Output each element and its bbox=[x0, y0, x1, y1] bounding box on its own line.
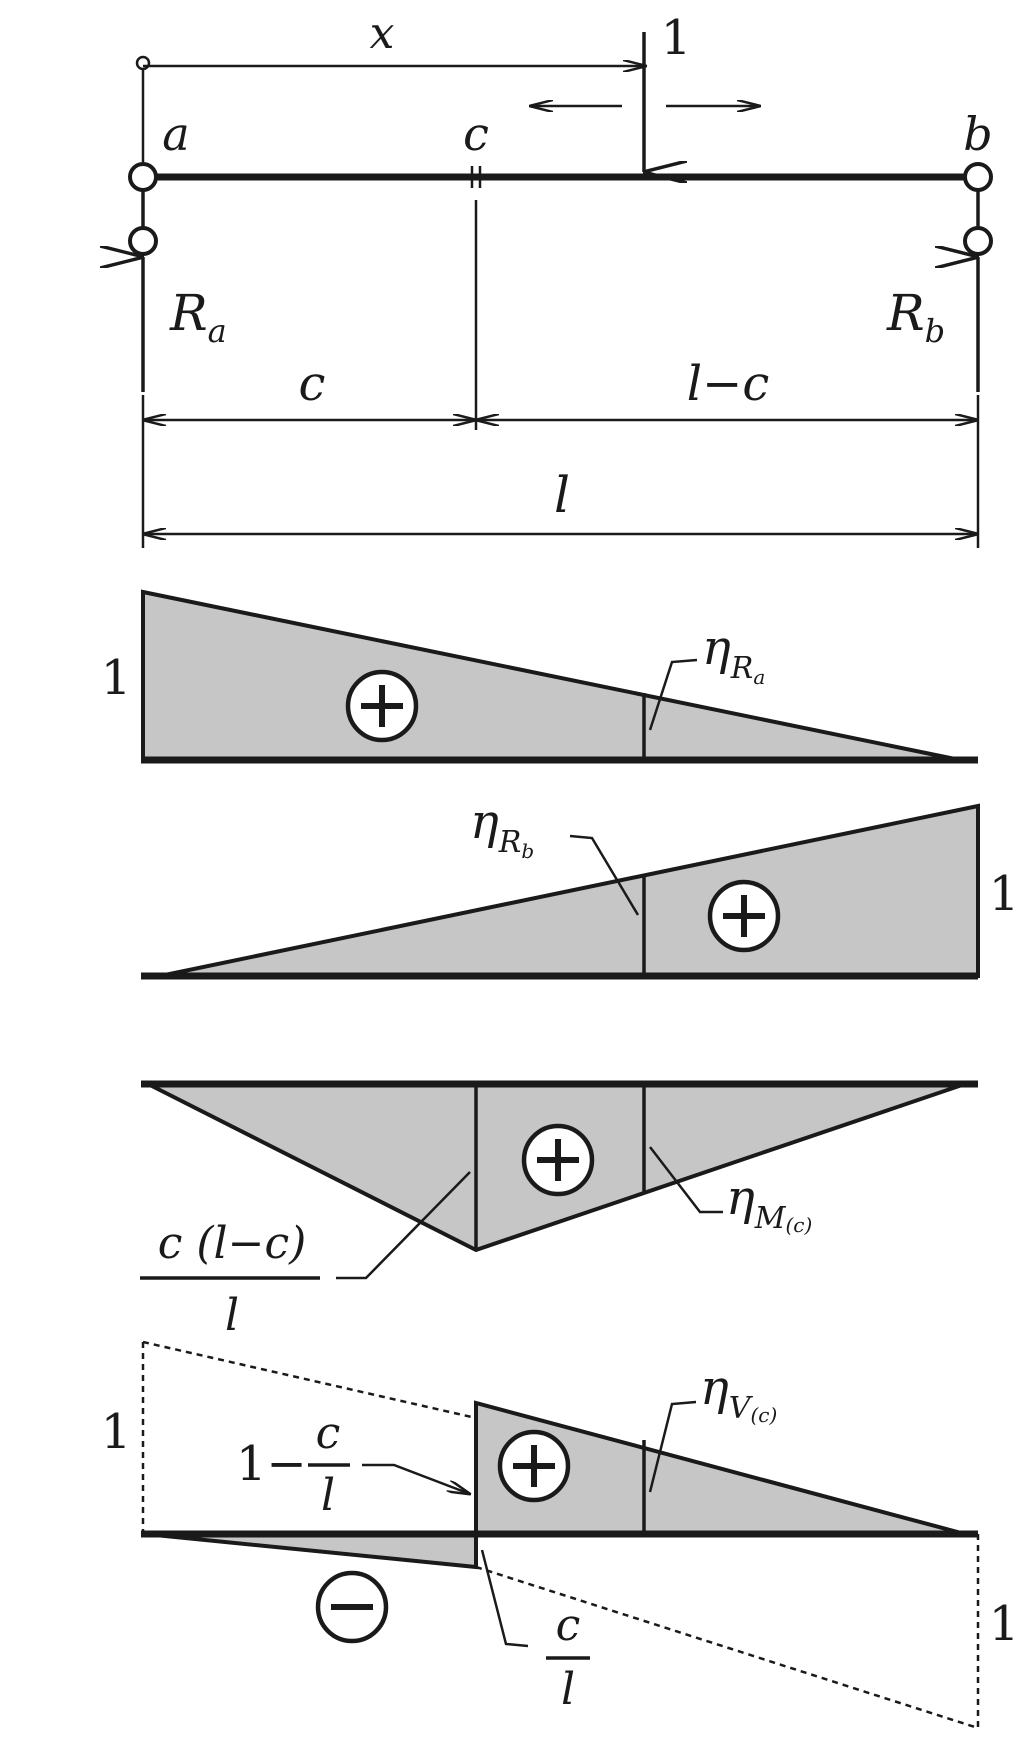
vc-label: ηV(c) bbox=[700, 1360, 777, 1427]
support-b-hinge-top bbox=[963, 162, 993, 192]
mc-ordinate-numerator: c (l−c) bbox=[158, 1218, 307, 1269]
vc-positive-leader bbox=[362, 1463, 470, 1494]
vc-positive-prefix: 1− bbox=[236, 1436, 307, 1492]
vc-negative-area bbox=[144, 1532, 478, 1570]
rb-label-leader bbox=[569, 834, 640, 916]
influence-line-vc: 1 1 1− c l ηV(c) c l bbox=[101, 1340, 1020, 1730]
mc-ordinate-denominator: l bbox=[225, 1290, 239, 1341]
section-c-label: c bbox=[463, 107, 489, 161]
reaction-b-label: Rb bbox=[886, 284, 945, 350]
vc-negative-numerator: c bbox=[556, 1600, 581, 1651]
vc-label-leader bbox=[648, 1400, 697, 1493]
ra-label-leader bbox=[648, 658, 698, 731]
influence-area-rb bbox=[159, 803, 980, 978]
vc-negative-leader bbox=[480, 1549, 529, 1648]
vc-right-unit-label: 1 bbox=[989, 1596, 1020, 1652]
mc-label-leader bbox=[649, 1146, 723, 1214]
dim-l-label: l bbox=[554, 466, 570, 524]
unit-load-label: 1 bbox=[661, 10, 692, 66]
dim-c-label: c bbox=[299, 356, 326, 412]
support-b-hinge-bottom bbox=[963, 226, 993, 256]
support-b-label: b bbox=[963, 107, 992, 161]
ra-label: ηRa bbox=[702, 620, 765, 689]
influence-area-ra bbox=[141, 589, 961, 762]
ra-unit-ordinate-label: 1 bbox=[101, 650, 132, 706]
support-a-label: a bbox=[162, 107, 189, 161]
vc-construction-line-upper bbox=[142, 1340, 477, 1420]
rb-unit-ordinate-label: 1 bbox=[989, 866, 1020, 922]
influence-line-rb: 1 ηRb bbox=[141, 794, 1020, 980]
reaction-a-label: Ra bbox=[169, 284, 227, 350]
rb-label: ηRb bbox=[470, 794, 534, 863]
vc-positive-numerator: c bbox=[316, 1408, 341, 1459]
dim-l-minus-c-label: l−c bbox=[687, 356, 769, 412]
load-position-label: x bbox=[370, 8, 395, 59]
vc-left-unit-label: 1 bbox=[101, 1404, 132, 1460]
mc-ordinate-leader bbox=[336, 1171, 471, 1280]
influence-line-mc: ηM(c) c (l−c) l bbox=[140, 1080, 978, 1341]
mc-label: ηM(c) bbox=[726, 1170, 812, 1237]
beam-scheme: x 1 c a Ra b Rb c l−c l bbox=[130, 8, 993, 548]
vc-construction-line-lower bbox=[475, 1565, 979, 1730]
support-a-hinge-top bbox=[128, 162, 158, 192]
vc-positive-denominator: l bbox=[321, 1470, 335, 1521]
support-a-hinge-bottom bbox=[128, 226, 158, 256]
vc-negative-denominator: l bbox=[561, 1664, 575, 1715]
influence-line-ra: 1 ηRa bbox=[101, 589, 978, 764]
